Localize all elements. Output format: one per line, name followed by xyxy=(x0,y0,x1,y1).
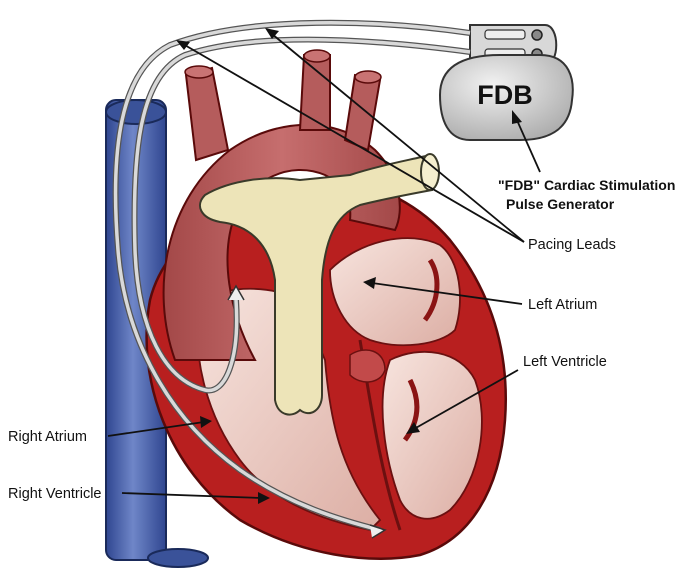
generator-caption-line2: Pulse Generator xyxy=(506,196,615,212)
label-right-ventricle: Right Ventricle xyxy=(8,486,102,502)
generator-caption-line1: "FDB" Cardiac Stimulation xyxy=(498,177,675,193)
label-left-atrium: Left Atrium xyxy=(528,297,597,313)
label-left-ventricle: Left Ventricle xyxy=(523,354,607,370)
generator-brand: FDB xyxy=(477,80,533,110)
aorta-branch-3 xyxy=(345,75,380,150)
pulse-generator: FDB xyxy=(440,25,573,140)
valve-left xyxy=(350,350,385,382)
label-pacing-leads: Pacing Leads xyxy=(528,237,616,253)
label-right-atrium: Right Atrium xyxy=(8,429,87,445)
aorta-branch-1 xyxy=(186,68,228,160)
aorta-branch-2 xyxy=(300,55,330,130)
